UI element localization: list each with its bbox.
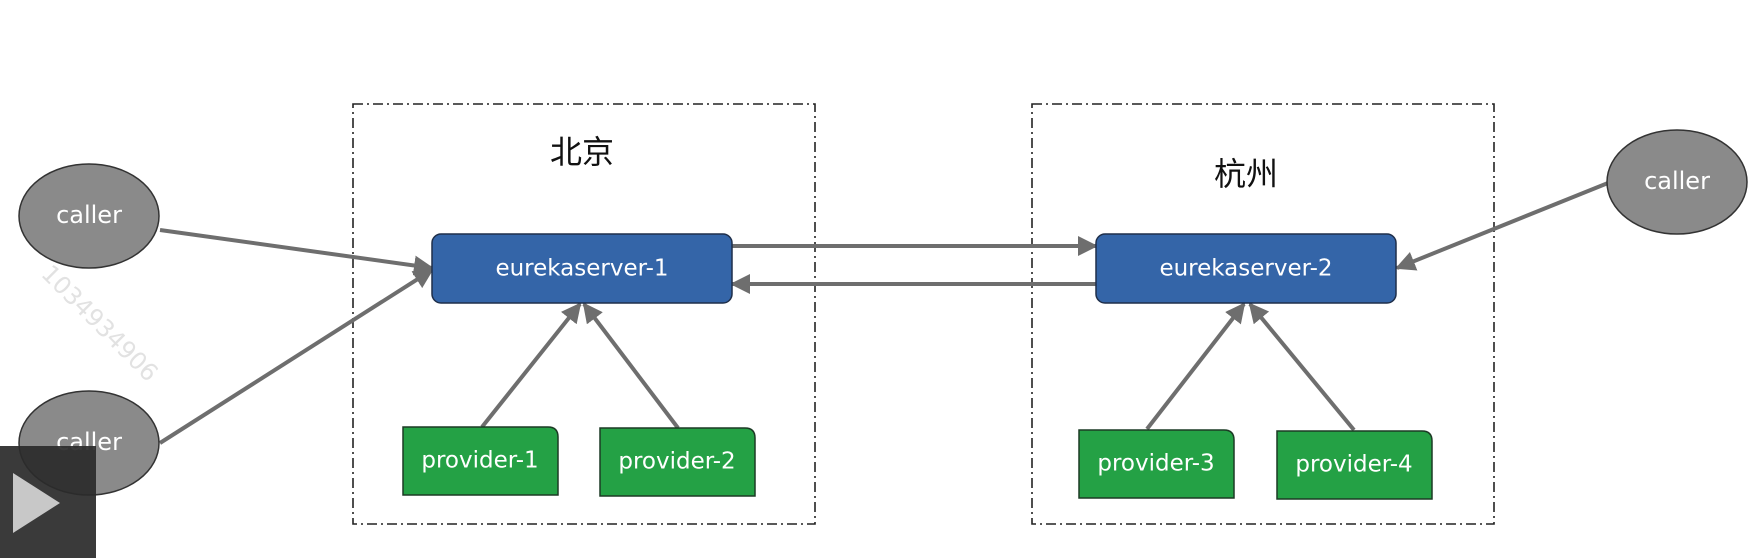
watermark-text: 1034934906 xyxy=(36,259,164,387)
arrow-provider-1-to-server-1 xyxy=(480,302,582,429)
provider-box xyxy=(402,426,559,496)
eurekaserver-1-node: eurekaserver-1 xyxy=(431,233,733,304)
arrow-caller-bottom-to-server-1 xyxy=(158,268,434,445)
caller-left-top: caller xyxy=(18,163,160,269)
connector-arrows xyxy=(158,181,1609,445)
server-box xyxy=(1095,233,1397,304)
provider-box xyxy=(1276,430,1433,500)
server-label: eurekaserver-1 xyxy=(495,256,668,282)
provider-4-node: provider-4 xyxy=(1276,430,1433,500)
arrow-provider-3-to-server-2 xyxy=(1145,302,1246,431)
region-title-beijing: 北京 xyxy=(550,133,614,171)
region-title-hangzhou: 杭州 xyxy=(1214,155,1278,193)
eurekaserver-2-node: eurekaserver-2 xyxy=(1095,233,1397,304)
region-box-hangzhou xyxy=(1031,103,1495,525)
arrow-caller-top-to-server-1 xyxy=(159,228,434,276)
region-box-beijing xyxy=(352,103,816,525)
provider-2-node: provider-2 xyxy=(599,427,756,497)
play-icon[interactable] xyxy=(13,473,60,533)
caller-label: caller xyxy=(1644,167,1710,195)
provider-label: provider-3 xyxy=(1097,451,1214,477)
play-button[interactable] xyxy=(0,446,96,558)
server-box xyxy=(431,233,733,304)
provider-label: provider-2 xyxy=(618,449,735,475)
provider-3-node: provider-3 xyxy=(1078,429,1235,499)
provider-box xyxy=(1078,429,1235,499)
provider-label: provider-4 xyxy=(1295,452,1412,478)
arrow-provider-2-to-server-1 xyxy=(582,302,680,430)
arrow-caller-right-to-server-2 xyxy=(1395,181,1609,271)
caller-ellipse xyxy=(18,163,160,269)
arrow-provider-4-to-server-2 xyxy=(1248,302,1356,432)
provider-box xyxy=(599,427,756,497)
caller-right: caller xyxy=(1606,129,1748,235)
caller-label: caller xyxy=(56,201,122,229)
provider-1-node: provider-1 xyxy=(402,426,559,496)
provider-label: provider-1 xyxy=(421,448,538,474)
server-label: eurekaserver-2 xyxy=(1159,256,1332,282)
caller-ellipse xyxy=(1606,129,1748,235)
